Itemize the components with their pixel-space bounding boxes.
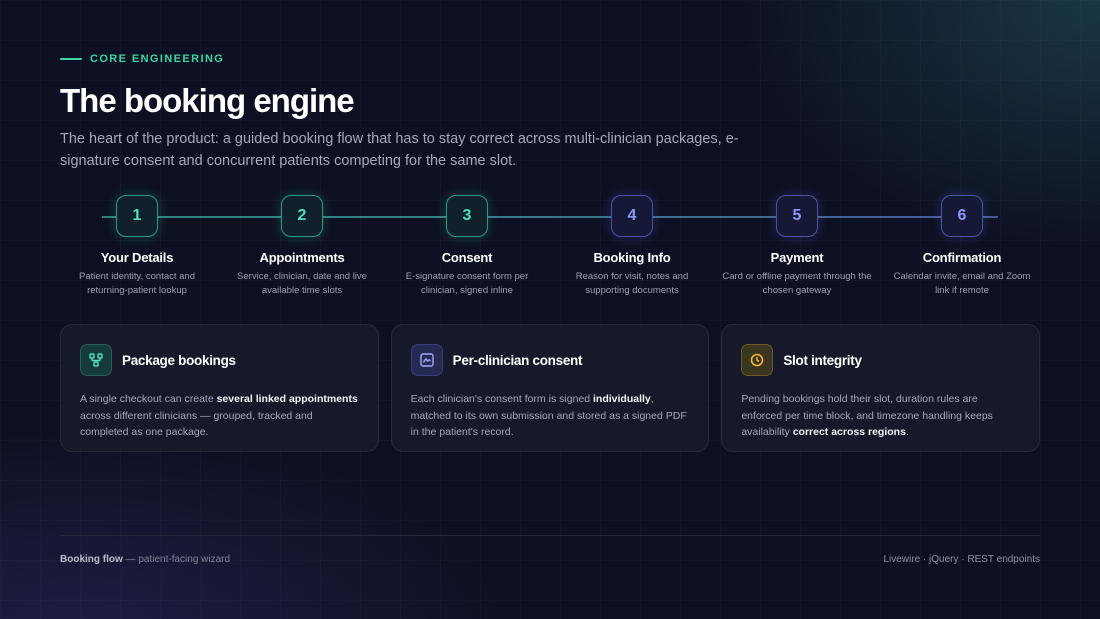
step-number-badge: 3	[446, 195, 488, 237]
page-subtitle: The heart of the product: a guided booki…	[60, 131, 739, 169]
card-body: Pending bookings hold their slot, durati…	[741, 391, 1020, 441]
card-body-text: .	[905, 426, 909, 438]
step-description: Patient identity, contact and returning-…	[78, 271, 195, 296]
stepper-track	[102, 216, 998, 218]
card-body-emphasis: individually	[593, 393, 651, 405]
step-your-details: 1 Your Details Patient identity, contact…	[62, 195, 212, 298]
footer-left-rest: — patient-facing wizard	[122, 554, 231, 565]
step-number-badge: 2	[281, 195, 323, 237]
step-title: Booking Info	[593, 250, 671, 265]
card-slot-integrity: Slot integrity Pending bookings hold the…	[721, 324, 1041, 452]
step-confirmation: 6 Confirmation Calendar invite, email an…	[887, 195, 1037, 298]
nodes-icon	[80, 344, 112, 376]
step-title: Confirmation	[922, 250, 1002, 265]
step-number-badge: 5	[776, 195, 818, 237]
section-eyebrow: CORE ENGINEERING	[60, 53, 224, 65]
step-booking-info: 4 Booking Info Reason for visit, notes a…	[557, 195, 707, 298]
step-description: Card or offline payment through the chos…	[722, 271, 872, 296]
card-body-text: A single checkout can create	[80, 393, 217, 405]
step-title: Consent	[441, 250, 493, 265]
step-number-badge: 1	[116, 195, 158, 237]
step-consent: 3 Consent E-signature consent form per c…	[392, 195, 542, 298]
step-number-badge: 6	[941, 195, 983, 237]
card-body-emphasis: correct across regions	[792, 426, 906, 438]
eyebrow-line	[60, 58, 82, 60]
card-body-text: across different clinicians — grouped, t…	[80, 409, 313, 439]
card-body-emphasis: several linked appointments	[216, 393, 358, 405]
card-body-text: Each clinician's consent form is signed	[410, 393, 594, 405]
card-body: A single checkout can create several lin…	[80, 391, 359, 441]
card-package-bookings: Package bookings A single checkout can c…	[60, 324, 379, 452]
step-description: Calendar invite, email and Zoom link if …	[893, 271, 1031, 296]
card-body: Each clinician's consent form is signed …	[411, 391, 690, 441]
step-description: E-signature consent form per clinician, …	[405, 271, 529, 296]
booking-stepper: 1 Your Details Patient identity, contact…	[55, 195, 1045, 305]
card-body-text: Pending bookings hold their slot, durati…	[741, 393, 993, 438]
signature-icon	[410, 344, 443, 376]
footer-divider	[60, 535, 1040, 536]
step-description: Reason for visit, notes and supporting d…	[575, 271, 689, 296]
card-title: Slot integrity	[783, 352, 862, 368]
eyebrow-text: CORE ENGINEERING	[90, 53, 225, 65]
step-appointments: 2 Appointments Service, clinician, date …	[227, 195, 377, 298]
footer-left: Booking flow — patient-facing wizard	[60, 554, 230, 565]
feature-cards: Package bookings A single checkout can c…	[60, 324, 1041, 452]
step-number-badge: 4	[611, 195, 653, 237]
step-title: Payment	[770, 250, 824, 265]
card-title: Package bookings	[122, 352, 236, 368]
footer-right: Livewire · jQuery · REST endpoints	[883, 554, 1040, 565]
card-body-text: , matched to its own submission and stor…	[410, 393, 687, 438]
step-title: Appointments	[259, 250, 345, 265]
page-title: The booking engine	[60, 82, 355, 119]
step-description: Service, clinician, date and live availa…	[237, 271, 367, 296]
card-title: Per-clinician consent	[452, 352, 583, 368]
card-per-clinician-consent: Per-clinician consent Each clinician's c…	[390, 324, 710, 452]
footer-left-bold: Booking flow	[60, 554, 123, 565]
step-payment: 5 Payment Card or offline payment throug…	[722, 195, 872, 298]
clock-icon	[741, 344, 774, 376]
step-title: Your Details	[100, 250, 174, 265]
